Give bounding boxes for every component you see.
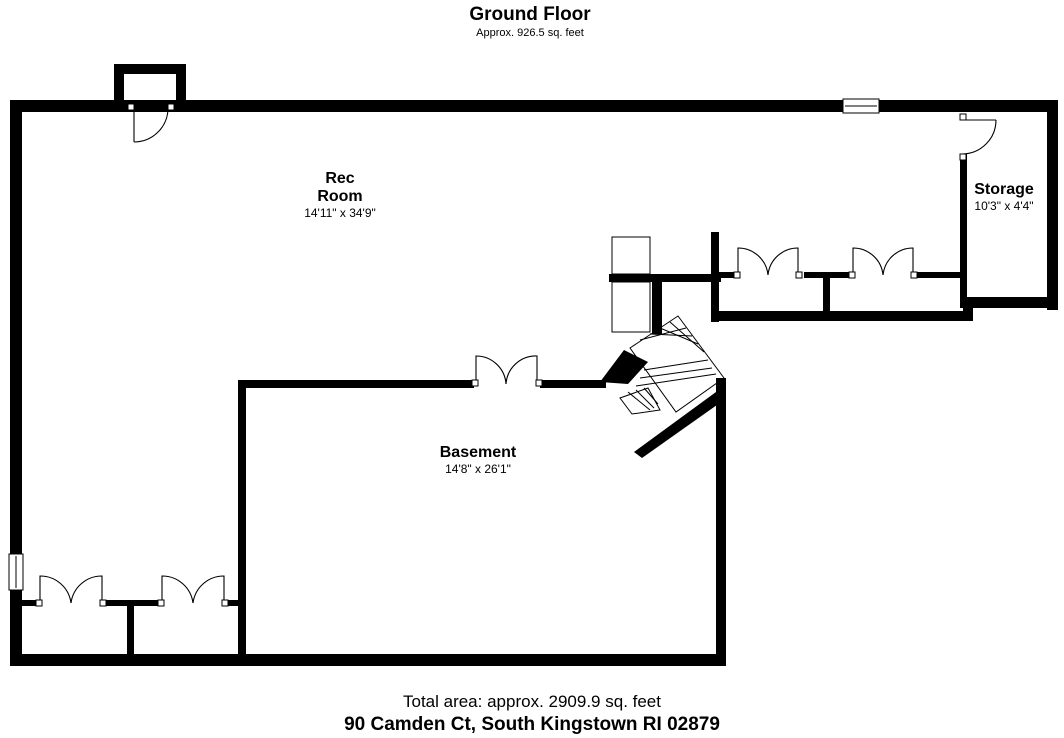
floor-area: Approx. 926.5 sq. feet [476,27,584,39]
closet-bl-top-3 [224,600,238,606]
door-swing-closet-bl-2b [192,575,225,604]
stair-diagonal-wall [634,392,724,458]
rec-room-dims: 14'11" x 34'9" [304,206,376,220]
storage-wall-left [960,154,967,308]
storage-dims: 10'3" x 4'4" [974,199,1034,213]
basement-wall-top-right [540,380,606,388]
chimney-right [176,64,186,108]
landing-box-bottom [611,281,651,333]
rec-room-name-line2: Room [317,188,363,205]
chimney-top [114,64,186,74]
outer-wall-left [10,100,22,666]
closet-top-3 [917,272,963,278]
basement-wall-top-left [238,380,474,388]
door-swing-chimney [133,107,169,143]
closet-wall-right [963,297,973,321]
rec-room-name: Rec Room [280,170,400,206]
stair-wall-a [652,282,662,334]
rec-room-name-line1: Rec [325,170,355,187]
door-swing-closet-bl-2a [161,575,194,604]
outer-wall-right-upper [1047,100,1058,310]
closet-top-1 [719,272,735,278]
basement-name: Basement [439,444,517,461]
chimney-left [114,64,124,108]
landing-box-top [611,236,651,275]
basement-dims: 14'8" x 26'1" [445,462,511,476]
stair-wall-b [600,350,648,384]
door-swing-closet-2b [882,247,914,276]
stair-wall-top [609,274,721,282]
staircase [619,315,725,415]
outer-wall-top [10,100,1058,112]
outer-wall-bottom-right [960,297,1058,308]
door-swing-basement-a [475,355,507,385]
closet-wall-mid [823,276,830,316]
address: 90 Camden Ct, South Kingstown RI 02879 [344,714,720,735]
door-swing-closet-bl-1a [39,575,72,604]
closet-wall-bottom [711,311,973,321]
total-area: Total area: approx. 2909.9 sq. feet [402,692,661,711]
closet-top-2 [804,272,850,278]
door-swing-closet-1b [767,247,799,276]
door-swing-storage [961,119,997,155]
door-swing-basement-b [505,355,538,385]
door-swing-closet-bl-1b [70,575,103,604]
basement-wall-right [716,378,726,666]
floor-title: Ground Floor [469,4,591,25]
outer-wall-bottom [10,654,726,666]
door-swing-closet-1a [737,247,769,276]
basement-wall-left [238,380,246,666]
closet-bl-top-1 [22,600,40,606]
door-swing-closet-2a [852,247,884,276]
storage-name: Storage [974,181,1034,198]
closet-bl-divider [127,600,134,660]
